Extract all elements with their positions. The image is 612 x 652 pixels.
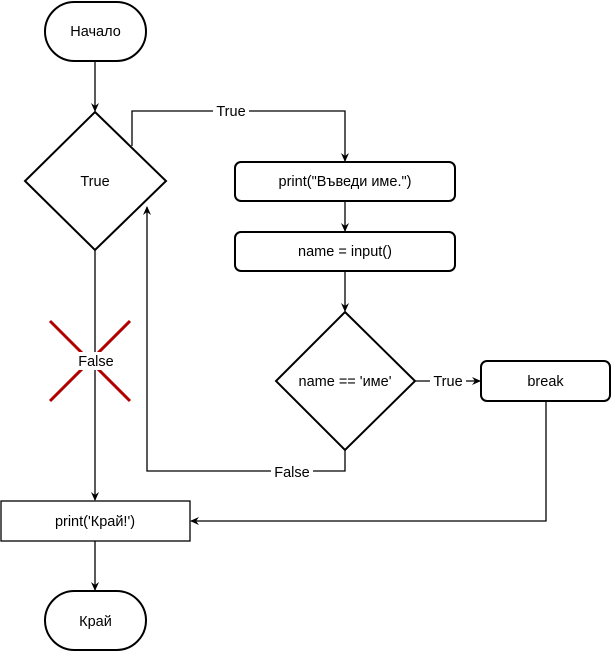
node-print-end[interactable]: print('Край!') bbox=[0, 500, 191, 542]
edge-label-loop-true: True bbox=[216, 104, 245, 120]
edge-label-check-true: True bbox=[433, 374, 462, 390]
edge-loop-true: True bbox=[131, 102, 349, 162]
node-break[interactable]: break bbox=[480, 360, 611, 402]
node-name-check[interactable]: name == 'име' bbox=[274, 310, 417, 452]
node-start[interactable]: Начало bbox=[44, 1, 147, 62]
edge-label-loop-false: False bbox=[78, 354, 113, 370]
edge-label-check-false: False bbox=[274, 465, 309, 481]
node-read-input[interactable]: name = input() bbox=[234, 231, 456, 272]
node-print-end-label: print('Край!') bbox=[55, 514, 135, 530]
edge-break-to-end-print bbox=[190, 401, 547, 525]
node-loop-condition-label: True bbox=[80, 174, 109, 190]
edge-check-false: False bbox=[143, 206, 346, 481]
node-break-label: break bbox=[527, 374, 564, 390]
node-print-prompt[interactable]: print("Въведи име.") bbox=[234, 161, 456, 202]
node-loop-condition[interactable]: True bbox=[23, 110, 168, 252]
node-print-prompt-label: print("Въведи име.") bbox=[279, 174, 412, 190]
node-end[interactable]: Край bbox=[44, 590, 147, 651]
node-name-check-label: name == 'име' bbox=[299, 374, 392, 390]
node-end-label: Край bbox=[79, 614, 112, 630]
node-read-input-label: name = input() bbox=[298, 244, 392, 260]
edge-check-true: True bbox=[415, 372, 481, 390]
edge-loop-false: False bbox=[48, 250, 132, 501]
node-start-label: Начало bbox=[70, 24, 121, 40]
